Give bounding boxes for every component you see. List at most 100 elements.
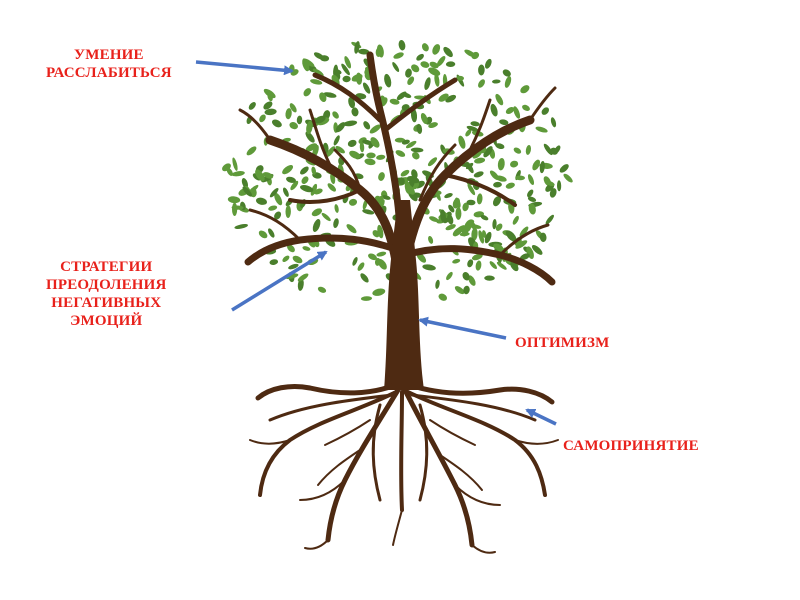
- leaf: [489, 170, 500, 181]
- leaf: [428, 235, 434, 244]
- leaf: [490, 103, 498, 117]
- leaf: [416, 53, 424, 61]
- leaf: [478, 230, 485, 244]
- leaf: [242, 186, 253, 197]
- leaf: [332, 111, 339, 119]
- leaf: [412, 151, 420, 160]
- leaf: [495, 223, 503, 231]
- leaf: [267, 92, 273, 102]
- leaf: [467, 259, 474, 268]
- leaf: [467, 183, 476, 196]
- leaf: [346, 224, 357, 234]
- leaf: [462, 271, 470, 281]
- leaf: [495, 93, 504, 106]
- leaf: [259, 114, 266, 123]
- leaf: [378, 172, 385, 181]
- leaf: [296, 115, 303, 125]
- leaf: [368, 253, 377, 261]
- leaf: [400, 169, 410, 177]
- leaf: [262, 172, 274, 179]
- leaf: [362, 139, 373, 146]
- leaf: [499, 119, 509, 126]
- leaf: [483, 146, 493, 158]
- leaf: [563, 173, 573, 183]
- leaf: [492, 79, 501, 84]
- leaf: [263, 101, 273, 110]
- leaf: [469, 224, 482, 229]
- arrow-acceptance: [525, 408, 557, 426]
- leaf: [525, 144, 532, 155]
- leaf: [289, 122, 298, 130]
- leaf: [443, 46, 453, 58]
- leaf: [232, 157, 238, 171]
- leaf: [519, 253, 530, 260]
- leaf: [410, 108, 418, 123]
- leaf: [357, 262, 365, 271]
- leaf: [515, 175, 525, 181]
- leaf: [286, 176, 296, 183]
- leaf: [489, 261, 498, 270]
- arrow-relax: [195, 60, 294, 76]
- leaf: [539, 232, 547, 242]
- leaf: [466, 219, 475, 226]
- leaf: [424, 77, 431, 90]
- leaf: [432, 44, 441, 55]
- leaf: [301, 176, 309, 184]
- leaf: [300, 166, 309, 175]
- leaf: [535, 126, 548, 133]
- leaf: [455, 225, 466, 235]
- leaf: [292, 255, 303, 264]
- leaf: [381, 195, 391, 200]
- leaf: [484, 231, 492, 244]
- label-optimism: ОПТИМИЗМ: [515, 335, 610, 351]
- leaf: [389, 98, 400, 105]
- leaf: [358, 48, 370, 55]
- leaf: [420, 112, 428, 125]
- leaf: [360, 296, 373, 301]
- leaf: [452, 197, 461, 209]
- leaf: [312, 68, 324, 77]
- leaf: [374, 257, 381, 266]
- tree-trunk: [384, 200, 424, 390]
- leaf: [393, 52, 404, 59]
- leaf: [527, 174, 535, 186]
- leaf: [287, 244, 295, 253]
- leaf: [505, 230, 517, 242]
- arrow-strategies: [231, 250, 328, 312]
- leaf: [527, 189, 534, 198]
- leaf: [455, 207, 462, 220]
- leaf: [269, 188, 279, 198]
- leaf: [471, 227, 478, 241]
- leaf: [470, 121, 480, 127]
- leaf: [285, 205, 291, 218]
- leaf: [462, 202, 469, 212]
- leaf: [476, 193, 483, 205]
- leaf: [231, 205, 244, 210]
- leaf: [269, 259, 279, 265]
- leaf: [496, 261, 507, 270]
- leaf: [335, 122, 346, 133]
- leaf: [319, 92, 327, 103]
- leaf: [285, 108, 292, 120]
- leaf: [522, 104, 530, 111]
- leaf: [317, 286, 327, 293]
- leaf: [370, 137, 380, 148]
- leaf: [342, 75, 351, 83]
- leaf: [272, 119, 282, 128]
- leaf: [444, 193, 453, 199]
- leaf: [416, 252, 427, 263]
- leaf: [428, 67, 441, 76]
- leaf: [505, 106, 515, 115]
- leaf: [472, 149, 483, 159]
- leaf: [341, 63, 350, 76]
- leaf: [482, 230, 487, 238]
- tree-roots: [249, 382, 559, 554]
- leaf: [394, 137, 406, 143]
- leaf: [321, 212, 331, 222]
- leaf: [438, 93, 449, 102]
- leaf: [420, 61, 430, 68]
- leaf: [268, 228, 275, 238]
- leaf: [258, 230, 268, 239]
- leaf: [335, 146, 345, 154]
- leaf: [513, 147, 522, 154]
